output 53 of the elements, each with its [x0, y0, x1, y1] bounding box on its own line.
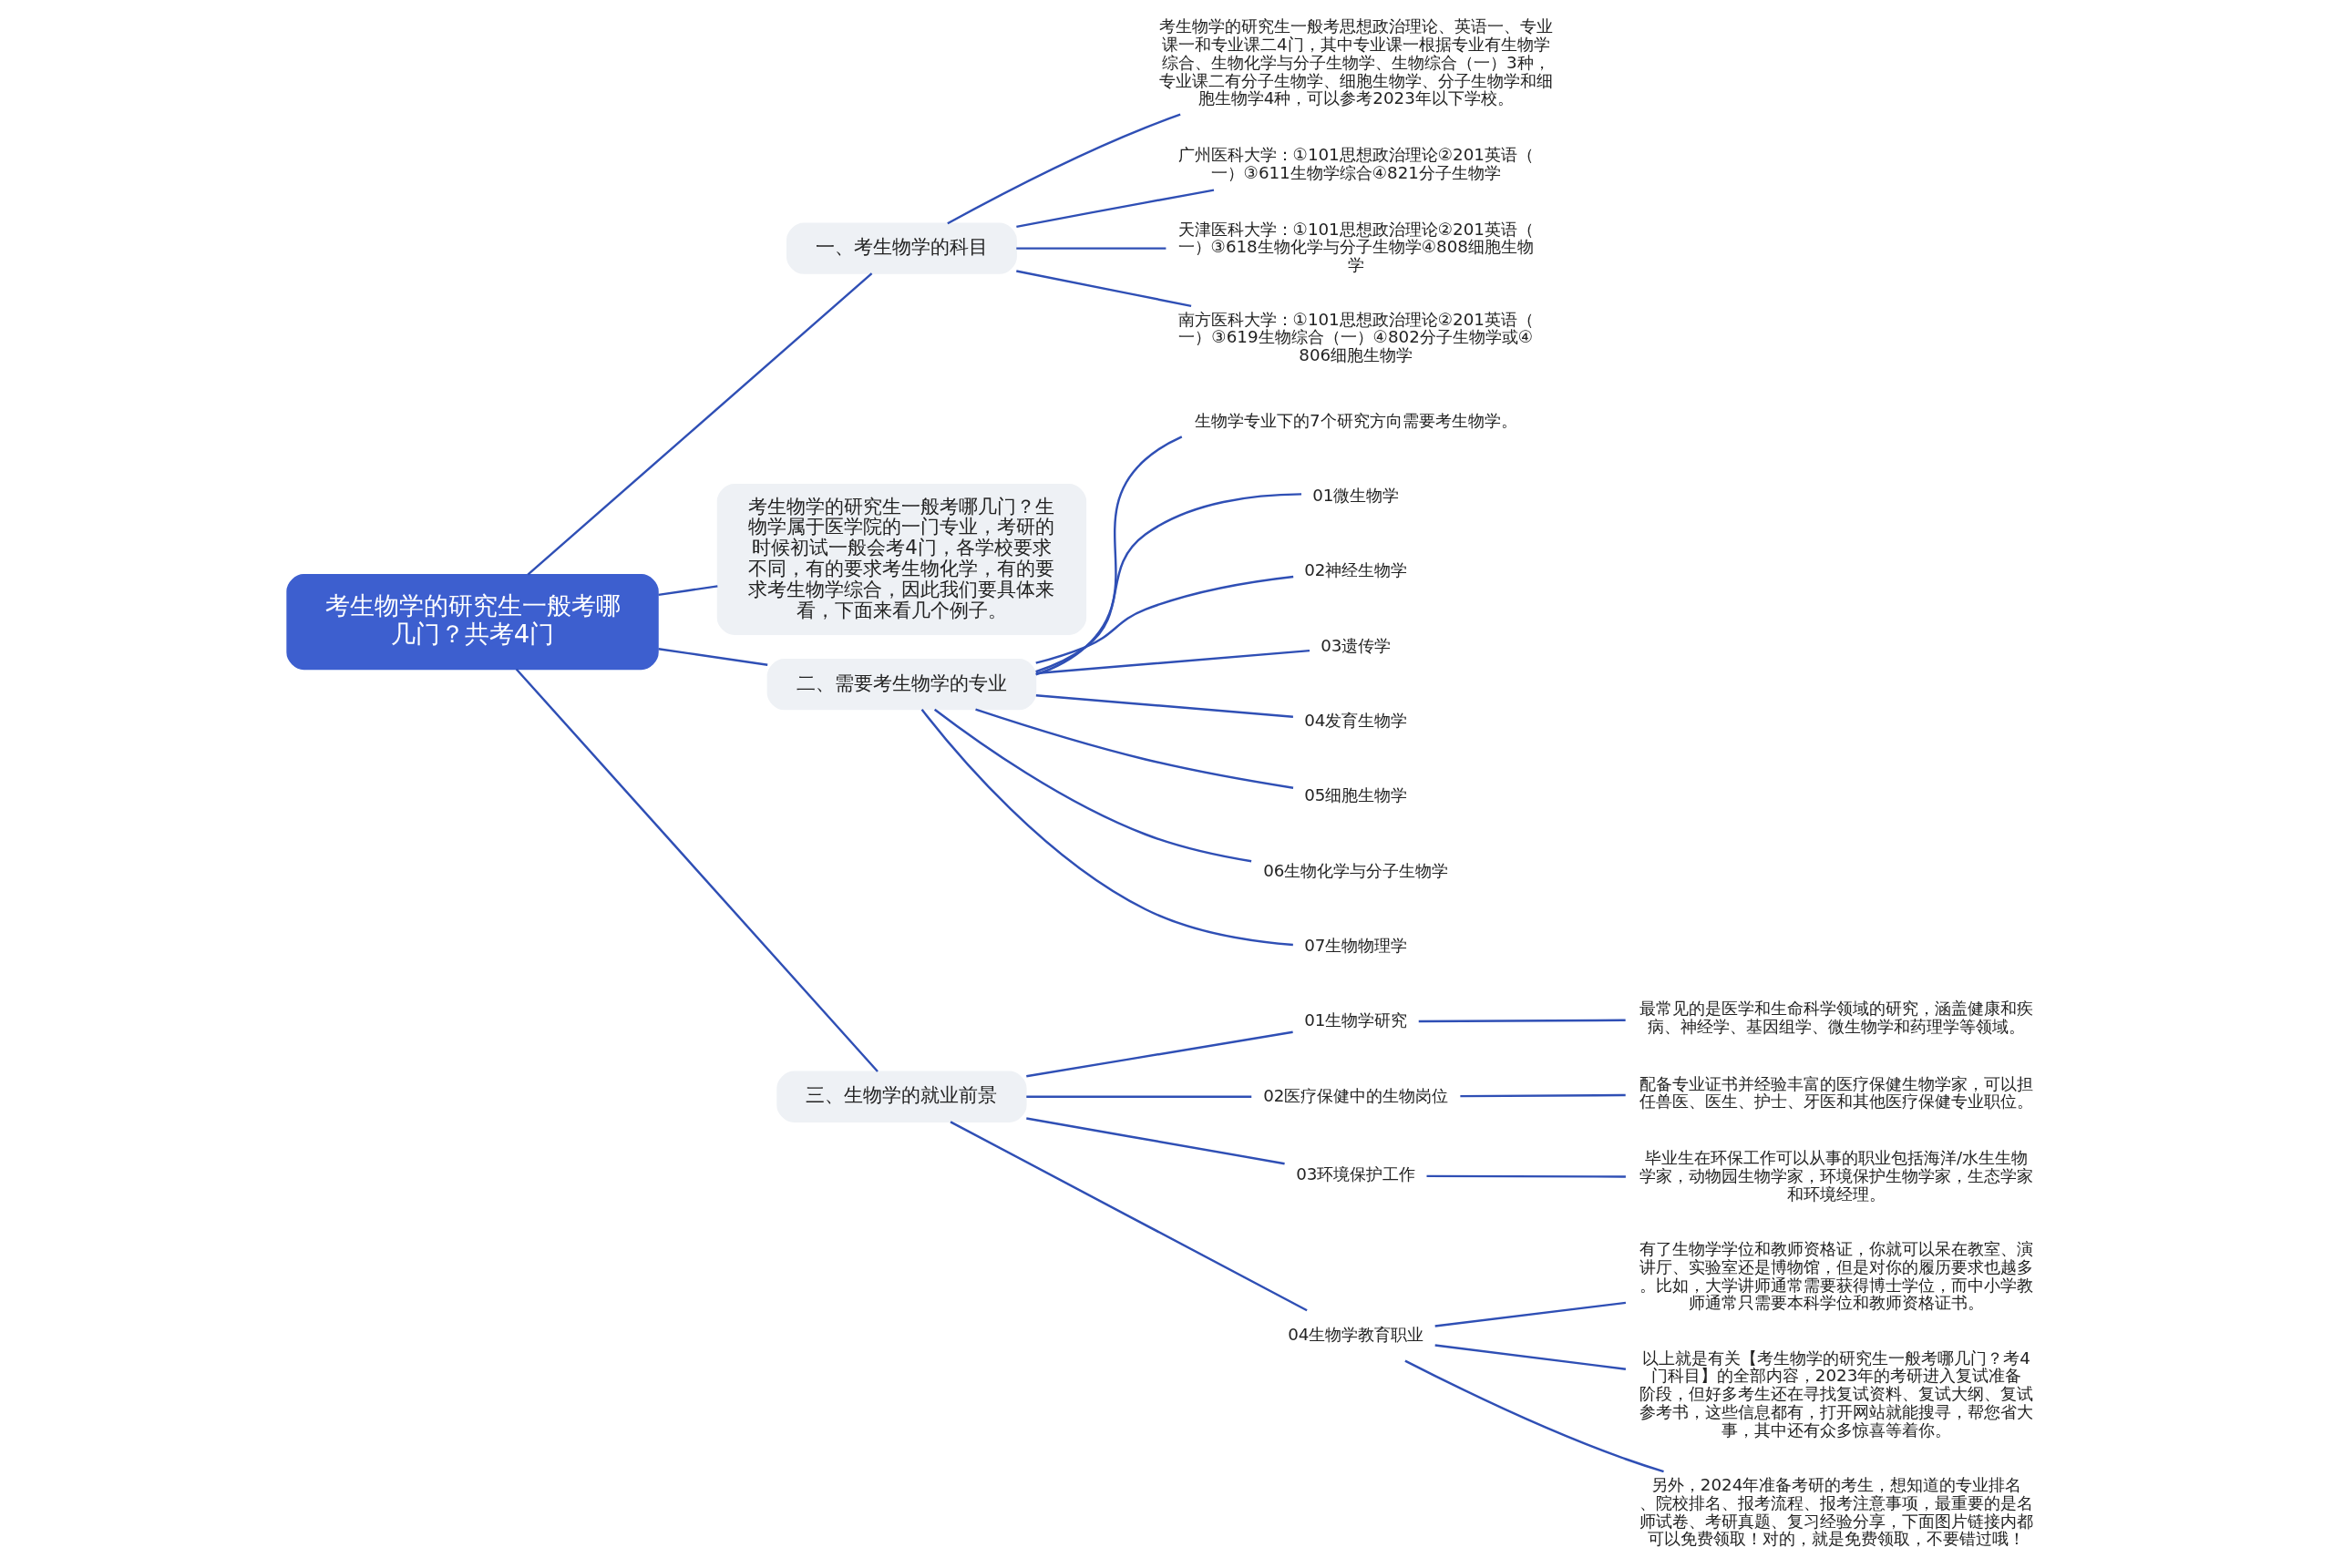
connector — [1015, 247, 1166, 250]
node-box: 三、生物学的就业前景 — [776, 1071, 1027, 1122]
node-text: 06生物化学与分子生物学 — [1262, 860, 1448, 880]
connector — [515, 668, 879, 1072]
connector — [657, 585, 717, 597]
node-text: 04生物学教育职业 — [1287, 1324, 1423, 1344]
node-box: 考生物学的研究生一般考哪几门？生物学属于医学院的一门专业，考研的时候初试一般会考4门，各学校要求不同，有的要求考生物化学，有的要求考生物学综合，因此我们要具体来看，下面来看几个例子。 — [716, 483, 1086, 636]
connector — [933, 708, 1251, 863]
node-text: 02神经生物学 — [1303, 560, 1407, 580]
connector — [1025, 1095, 1251, 1098]
connector — [1035, 649, 1310, 675]
node-text: 01生物学研究 — [1303, 1010, 1407, 1030]
connector — [1434, 1344, 1626, 1370]
node-box: 考生物学的研究生一般考哪几门？共考4门 — [285, 574, 659, 671]
connector — [946, 113, 1181, 225]
connector — [974, 708, 1293, 789]
node-text: 05细胞生物学 — [1303, 785, 1407, 805]
connector — [657, 648, 767, 666]
connector — [1034, 493, 1301, 673]
connector — [1434, 1301, 1626, 1327]
node-text: 07生物物理学 — [1303, 935, 1407, 955]
node-box: 一、考生物学的科目 — [786, 222, 1017, 274]
connector — [1459, 1093, 1626, 1098]
connector — [527, 272, 872, 576]
node-text: 考生物学的研究生一般考思想政治理论、英语一、专业课一和专业课二4门，其中专业课一根据专业有生物学综合、生物化学与分子生物学、生物综合（一）3种，专业课二有分子生物学、细胞生物学、分子生物学和细胞生物学4种，可以参考2023年以下学校。 — [1158, 16, 1553, 108]
connector — [949, 1121, 1308, 1312]
node-text: 南方医科大学：①101思想政治理论②201英语（一）③619生物综合（一）④802分子生物学或④806细胞生物学 — [1177, 309, 1534, 365]
connector — [1015, 189, 1214, 229]
node-text: 04发育生物学 — [1303, 711, 1407, 731]
node-text: 广州医科大学：①101思想政治理论②201英语（一）③611生物学综合④821分子生物学 — [1177, 145, 1534, 182]
connector — [1034, 436, 1182, 676]
node-text: 以上就是有关【考生物学的研究生一般考哪几门？考4门科目】的全部内容，2023年的考研进入复试准备阶段，但好多考生还在寻找复试资料、复试大纲、复试参考书，这些信息都有，打开网站就能搜寻，帮您省大事，其中还有众多惊喜等着你。 — [1639, 1348, 2033, 1440]
node-text: 03环境保护工作 — [1295, 1164, 1415, 1184]
connector — [1426, 1174, 1626, 1178]
connector — [1015, 270, 1191, 308]
connector — [1403, 1359, 1664, 1473]
connector — [1035, 694, 1293, 718]
node-text: 毕业生在环保工作可以从事的职业包括海洋/水生生物学家，动物园生物学家，环境保护生物学家，生态学家和环境经理。 — [1639, 1148, 2033, 1204]
node-text: 03遗传学 — [1320, 635, 1391, 655]
connector — [1418, 1019, 1626, 1023]
connector — [1034, 575, 1293, 664]
node-text: 最常见的是医学和生命科学领域的研究，涵盖健康和疾病、神经学、基因组学、微生物学和药理学等领域。 — [1639, 999, 2033, 1037]
node-text: 配备专业证书并经验丰富的医疗保健生物学家，可以担任兽医、医生、护士、牙医和其他医疗保健专业职位。 — [1639, 1073, 2033, 1112]
node-text: 02医疗保健中的生物岗位 — [1262, 1085, 1448, 1105]
node-text: 有了生物学学位和教师资格证，你就可以呆在教室、演讲厅、实验室还是博物馆，但是对你的履历要求也越多。比如，大学讲师通常需要获得博士学位，而中小学教师通常只需要本科学位和教师资格证书。 — [1639, 1238, 2033, 1313]
node-text: 天津医科大学：①101思想政治理论②201英语（一）③618生物化学与分子生物学④808细胞生物学 — [1177, 219, 1534, 275]
node-text: 另外，2024年准备考研的考生，想知道的专业排名、院校排名、报考流程、报考注意事项，最重要的是名师试卷、考研真题、复习经验分享，下面图片链接内都可以免费领取！对的，就是免费领取，不要错过哦！ — [1639, 1474, 2033, 1549]
connector — [1025, 1117, 1285, 1165]
node-box: 二、需要考生物学的专业 — [766, 658, 1036, 711]
node-text: 生物学专业下的7个研究方向需要考生物学。 — [1194, 410, 1517, 430]
node-text: 01微生物学 — [1311, 486, 1399, 506]
connector — [1025, 1030, 1293, 1078]
connector — [920, 709, 1293, 947]
